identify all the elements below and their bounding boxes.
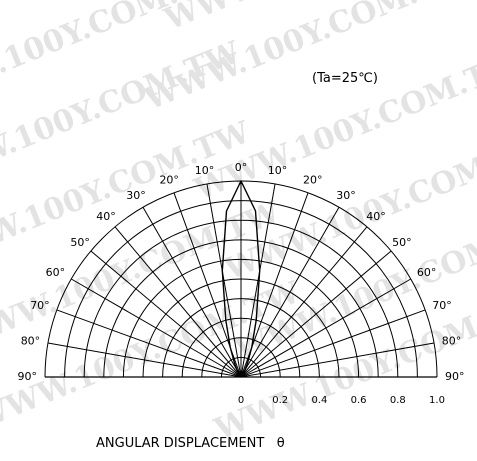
angle-tick-label: 90° (445, 370, 465, 383)
angle-tick-label: 50° (70, 236, 90, 249)
grid-spoke (90, 250, 242, 378)
angle-tick-label: 70° (432, 299, 452, 312)
grid-spoke (206, 183, 242, 378)
angle-tick-label: 10° (268, 164, 288, 177)
angle-tick-label: 10° (195, 164, 215, 177)
angle-tick-label: 60° (46, 266, 66, 279)
angle-tick-label: 0° (235, 161, 248, 174)
grid-spoke (71, 278, 242, 378)
polar-grid (44, 180, 438, 378)
radial-tick-label: 0.2 (272, 395, 288, 406)
grid-spoke (240, 183, 276, 378)
angle-tick-label: 70° (30, 299, 50, 312)
watermark-layer: WWW.100Y.COM.TWWWW.100Y.COM.TWWWW.100Y.C… (0, 0, 477, 448)
x-axis-label: ANGULAR DISPLACEMENT θ (96, 436, 285, 451)
radial-tick-label: 1.0 (429, 395, 445, 406)
grid-spoke (240, 342, 435, 378)
grid-spoke (114, 226, 242, 378)
angle-tick-label: 90° (18, 370, 38, 383)
angle-tick-label: 80° (21, 335, 41, 348)
grid-spoke (240, 278, 411, 378)
angle-tick-label: 80° (442, 335, 462, 348)
radial-tick-labels: 0 0.2 0.4 0.6 0.8 1.0 (238, 395, 445, 406)
angle-tick-label: 20° (159, 174, 179, 187)
angle-tick-label: 40° (366, 210, 386, 223)
angle-tick-label: 20° (303, 174, 323, 187)
grid-spoke (240, 226, 368, 378)
grid-spoke (240, 207, 340, 378)
condition-label: (Ta=25℃) (312, 71, 378, 86)
grid-spoke (240, 250, 392, 378)
grid-spoke (47, 342, 242, 378)
grid-spoke (240, 309, 426, 378)
radial-tick-label: 0.6 (351, 395, 367, 406)
grid-spoke (56, 309, 242, 378)
radial-tick-label: 0 (238, 395, 244, 406)
series-layer (221, 180, 261, 378)
grid-spoke (142, 207, 242, 378)
radial-tick-label: 0.4 (311, 395, 327, 406)
series-line (221, 180, 261, 378)
angle-tick-label: 30° (126, 189, 146, 202)
angle-tick-labels: 90° 80° 70° 60° 50° 40° 30° 20° 10° 0° 10° 20° 30° 40… (18, 161, 465, 383)
angle-tick-label: 30° (336, 189, 356, 202)
radial-tick-label: 0.8 (390, 395, 406, 406)
angle-tick-label: 60° (417, 266, 437, 279)
angle-tick-label: 50° (392, 236, 412, 249)
angle-tick-label: 40° (96, 210, 116, 223)
